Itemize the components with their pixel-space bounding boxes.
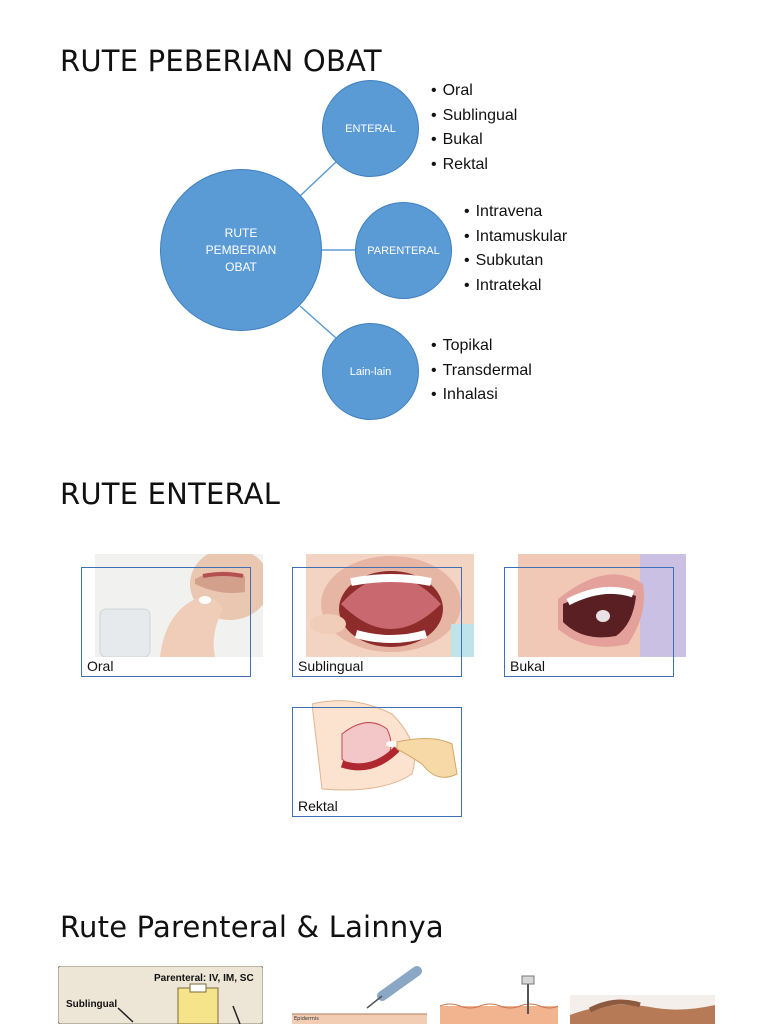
parenteral-node: PARENTERAL xyxy=(355,202,452,299)
list-item: Transdermal xyxy=(431,359,532,384)
center-node-line3: OBAT xyxy=(225,259,257,274)
list-item: Subkutan xyxy=(464,249,567,274)
sublingual-label: Sublingual xyxy=(66,999,118,1010)
connector-lines xyxy=(299,161,356,339)
sublingual-caption: Sublingual xyxy=(298,658,364,674)
injection-angle-image: Epidermis xyxy=(292,966,427,1024)
enteral-node-label: ENTERAL xyxy=(345,122,396,135)
oral-card xyxy=(81,567,251,677)
parenteral-routes-diagram: Parenteral: IV, IM, SC Sublingual xyxy=(58,966,263,1024)
oral-pill-image xyxy=(95,554,263,657)
svg-text:Epidermis: Epidermis xyxy=(294,1016,319,1022)
rektal-caption: Rektal xyxy=(298,798,338,814)
sublingual-tongue-image xyxy=(306,554,474,657)
parenteral-list: Intravena Intamuskular Subkutan Intratek… xyxy=(464,200,568,299)
list-item: Intratekal xyxy=(464,274,567,299)
list-item: Rektal xyxy=(431,153,517,178)
list-item: Topikal xyxy=(431,334,532,359)
topical-application-image xyxy=(570,995,715,1024)
oral-caption: Oral xyxy=(87,658,114,674)
center-node-line1: RUTE xyxy=(224,225,258,240)
center-node-line2: PEMBERIAN xyxy=(205,242,277,257)
other-node-label: Lain-lain xyxy=(349,365,392,378)
parenteral-node-label: PARENTERAL xyxy=(367,244,440,257)
sublingual-card xyxy=(292,567,462,677)
center-node: RUTE PEMBERIAN OBAT xyxy=(160,169,322,331)
other-list: Topikal Transdermal Inhalasi xyxy=(431,334,532,408)
list-item: Bukal xyxy=(431,128,517,153)
enteral-node: ENTERAL xyxy=(322,80,419,177)
list-item: Inhalasi xyxy=(431,383,532,408)
list-item: Intravena xyxy=(464,200,567,225)
skin-layers-image xyxy=(440,974,558,1024)
parenteral-label: Parenteral: IV, IM, SC xyxy=(154,973,254,984)
section-title-parenteral-other: Rute Parenteral & Lainnya xyxy=(60,910,444,944)
rektal-card xyxy=(292,707,462,817)
list-item: Intamuskular xyxy=(464,225,568,250)
bukal-caption: Bukal xyxy=(510,658,546,674)
section-title-routes: RUTE PEBERIAN OBAT xyxy=(60,44,382,78)
list-item: Oral xyxy=(431,79,517,104)
buccal-mouth-image xyxy=(518,554,686,657)
list-item: Sublingual xyxy=(431,104,518,129)
rectal-diagram-image xyxy=(312,694,462,797)
other-node: Lain-lain xyxy=(322,323,419,420)
bukal-card xyxy=(504,567,674,677)
enteral-list: Oral Sublingual Bukal Rektal xyxy=(431,79,518,178)
section-title-enteral: RUTE ENTERAL xyxy=(60,477,281,511)
